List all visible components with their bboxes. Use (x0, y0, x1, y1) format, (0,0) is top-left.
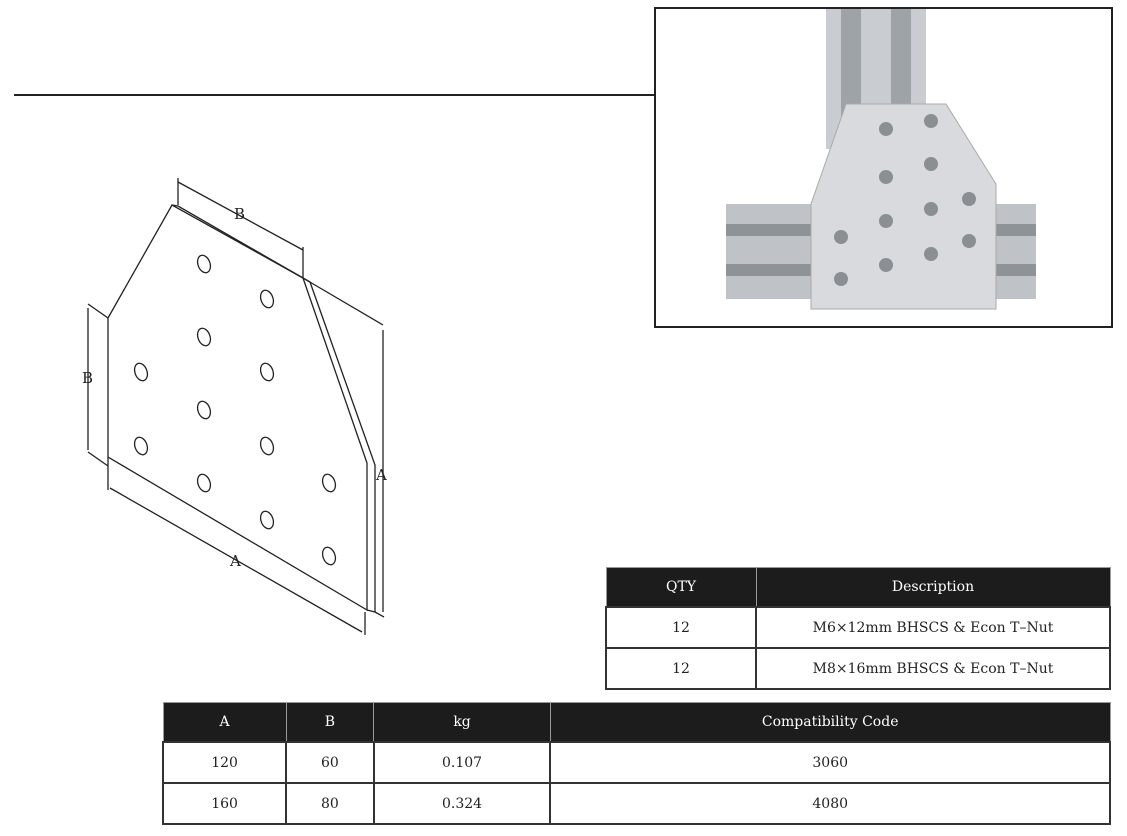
dim-b-left: B (82, 369, 93, 387)
a-cell: 160 (161, 782, 288, 825)
table-row: 120 60 0.107 3060 (161, 741, 1111, 784)
product-photo (654, 7, 1113, 328)
qty-cell: 12 (605, 647, 757, 690)
header-a: A (162, 702, 287, 743)
hardware-table: QTY Description 12 M6×12mm BHSCS & Econ … (605, 567, 1111, 690)
header-kg: kg (373, 702, 551, 743)
dim-b-top: B (234, 205, 245, 223)
table-row: 12 M8×16mm BHSCS & Econ T–Nut (605, 647, 1111, 690)
b-cell: 80 (285, 782, 375, 825)
table-row: 12 M6×12mm BHSCS & Econ T–Nut (605, 606, 1111, 649)
plate-holes (133, 254, 337, 566)
kg-cell: 0.107 (372, 741, 552, 784)
description-cell: M6×12mm BHSCS & Econ T–Nut (755, 606, 1111, 649)
code-cell: 3060 (549, 741, 1111, 784)
code-cell: 4080 (549, 782, 1111, 825)
description-cell: M8×16mm BHSCS & Econ T–Nut (755, 647, 1111, 690)
table-row: 160 80 0.324 4080 (161, 782, 1111, 825)
header-description: Description (755, 567, 1111, 608)
header-rule (14, 94, 656, 96)
header-qty: QTY (605, 567, 757, 608)
b-cell: 60 (285, 741, 375, 784)
qty-cell: 12 (605, 606, 757, 649)
dimensions-table: A B kg Compatibility Code 120 60 0.107 3… (161, 702, 1111, 825)
table-header-row: QTY Description (605, 567, 1111, 608)
tee-joining-plate-photo-icon (726, 9, 1036, 310)
table-header-row: A B kg Compatibility Code (162, 702, 1111, 743)
header-compatibility-code: Compatibility Code (549, 702, 1111, 743)
dim-a-right: A (375, 466, 387, 484)
kg-cell: 0.324 (372, 782, 552, 825)
a-cell: 120 (161, 741, 288, 784)
dim-a-bottom: A (229, 552, 241, 570)
header-b: B (285, 702, 375, 743)
